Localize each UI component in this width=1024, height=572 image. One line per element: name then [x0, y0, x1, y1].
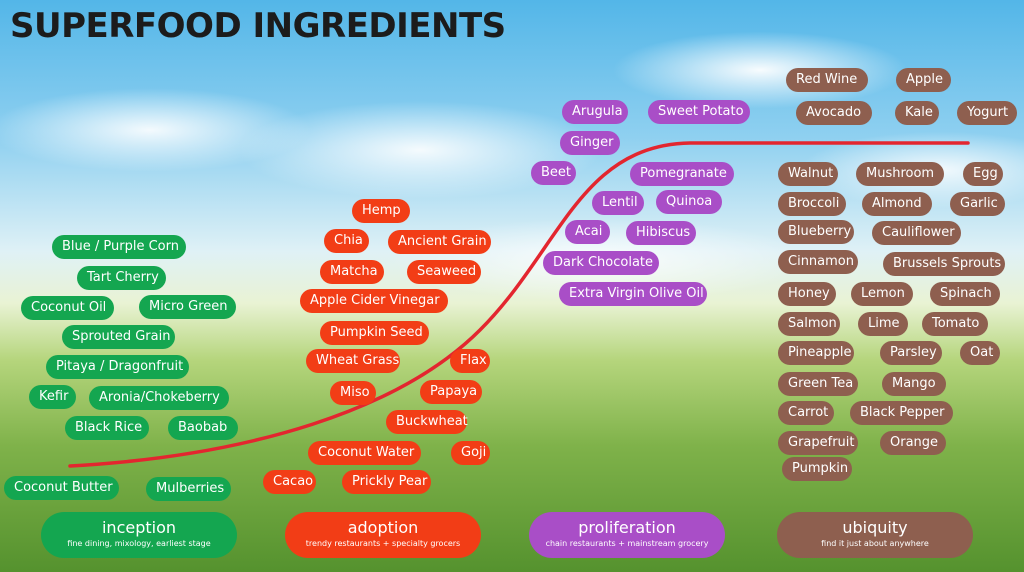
ingredient-pill: Pomegranate	[630, 162, 734, 186]
ingredient-pill: Grapefruit	[778, 431, 858, 455]
ingredient-pill: Cauliflower	[872, 221, 961, 245]
ingredient-pill: Yogurt	[957, 101, 1017, 125]
stage-inception: inception fine dining, mixology, earlies…	[41, 512, 237, 558]
ingredient-pill: Ginger	[560, 131, 620, 155]
stage-name: adoption	[347, 518, 419, 537]
stage-description: find it just about anywhere	[821, 539, 929, 548]
ingredient-pill: Coconut Butter	[4, 476, 119, 500]
ingredient-pill: Pineapple	[778, 341, 854, 365]
stage-proliferation: proliferation chain restaurants + mainst…	[529, 512, 725, 558]
ingredient-pill: Parsley	[880, 341, 942, 365]
stage-name: proliferation	[578, 518, 676, 537]
ingredient-pill: Baobab	[168, 416, 238, 440]
stage-name: ubiquity	[842, 518, 908, 537]
ingredient-pill: Ancient Grain	[388, 230, 491, 254]
ingredient-pill: Pumpkin	[782, 457, 852, 481]
ingredient-pill: Apple Cider Vinegar	[300, 289, 448, 313]
ingredient-pill: Cacao	[263, 470, 316, 494]
ingredient-pill: Mango	[882, 372, 946, 396]
ingredient-pill: Broccoli	[778, 192, 846, 216]
ingredient-pill: Blueberry	[778, 220, 854, 244]
stage-description: chain restaurants + mainstream grocery	[545, 539, 709, 548]
ingredient-pill: Coconut Water	[308, 441, 421, 465]
ingredient-pill: Hemp	[352, 199, 410, 223]
ingredient-pill: Salmon	[778, 312, 840, 336]
ingredient-pill: Kefir	[29, 385, 76, 409]
ingredient-pill: Oat	[960, 341, 1000, 365]
ingredient-pill: Carrot	[778, 401, 834, 425]
ingredient-pill: Honey	[778, 282, 836, 306]
ingredient-pill: Spinach	[930, 282, 1000, 306]
ingredient-pill: Chia	[324, 229, 369, 253]
ingredient-pill: Buckwheat	[386, 410, 468, 434]
ingredient-pill: Apple	[896, 68, 951, 92]
ingredient-pill: Seaweed	[407, 260, 481, 284]
ingredient-pill: Flax	[450, 349, 490, 373]
ingredient-pill: Orange	[880, 431, 946, 455]
ingredient-pill: Green Tea	[778, 372, 858, 396]
ingredient-pill: Walnut	[778, 162, 838, 186]
ingredient-pill: Black Pepper	[850, 401, 953, 425]
ingredient-pill: Almond	[862, 192, 932, 216]
ingredient-pill: Sweet Potato	[648, 100, 750, 124]
ingredient-pill: Black Rice	[65, 416, 149, 440]
ingredient-pill: Mulberries	[146, 477, 231, 501]
ingredient-pill: Goji	[451, 441, 490, 465]
stage-description: fine dining, mixology, earliest stage	[67, 539, 211, 548]
ingredient-pill: Mushroom	[856, 162, 944, 186]
ingredient-pill: Tomato	[922, 312, 988, 336]
ingredient-pill: Matcha	[320, 260, 384, 284]
adoption-curve-line	[68, 141, 970, 468]
stage-ubiquity: ubiquity find it just about anywhere	[777, 512, 973, 558]
ingredient-pill: Cinnamon	[778, 250, 858, 274]
ingredient-pill: Papaya	[420, 380, 482, 404]
ingredient-pill: Acai	[565, 220, 610, 244]
ingredient-pill: Beet	[531, 161, 576, 185]
ingredient-pill: Lime	[858, 312, 908, 336]
ingredient-pill: Prickly Pear	[342, 470, 431, 494]
ingredient-pill: Egg	[963, 162, 1003, 186]
stage-description: trendy restaurants + specialty grocers	[305, 539, 461, 548]
ingredient-pill: Blue / Purple Corn	[52, 235, 186, 259]
ingredient-pill: Dark Chocolate	[543, 251, 659, 275]
page-title: SUPERFOOD INGREDIENTS	[10, 6, 506, 46]
ingredient-pill: Pitaya / Dragonfruit	[46, 355, 189, 379]
ingredient-pill: Arugula	[562, 100, 628, 124]
ingredient-pill: Wheat Grass	[306, 349, 400, 373]
ingredient-pill: Miso	[330, 381, 376, 405]
ingredient-pill: Hibiscus	[626, 221, 696, 245]
ingredient-pill: Quinoa	[656, 190, 722, 214]
ingredient-pill: Coconut Oil	[21, 296, 114, 320]
ingredient-pill: Lemon	[851, 282, 913, 306]
ingredient-pill: Garlic	[950, 192, 1005, 216]
stage-name: inception	[101, 518, 177, 537]
ingredient-pill: Aronia/Chokeberry	[89, 386, 229, 410]
ingredient-pill: Lentil	[592, 191, 644, 215]
ingredient-pill: Avocado	[796, 101, 872, 125]
ingredient-pill: Brussels Sprouts	[883, 252, 1005, 276]
ingredient-pill: Pumpkin Seed	[320, 321, 429, 345]
ingredient-pill: Sprouted Grain	[62, 325, 175, 349]
ingredient-pill: Kale	[895, 101, 939, 125]
ingredient-pill: Micro Green	[139, 295, 236, 319]
stage-adoption: adoption trendy restaurants + specialty …	[285, 512, 481, 558]
ingredient-pill: Extra Virgin Olive Oil	[559, 282, 707, 306]
ingredient-pill: Tart Cherry	[77, 266, 166, 290]
ingredient-pill: Red Wine	[786, 68, 868, 92]
